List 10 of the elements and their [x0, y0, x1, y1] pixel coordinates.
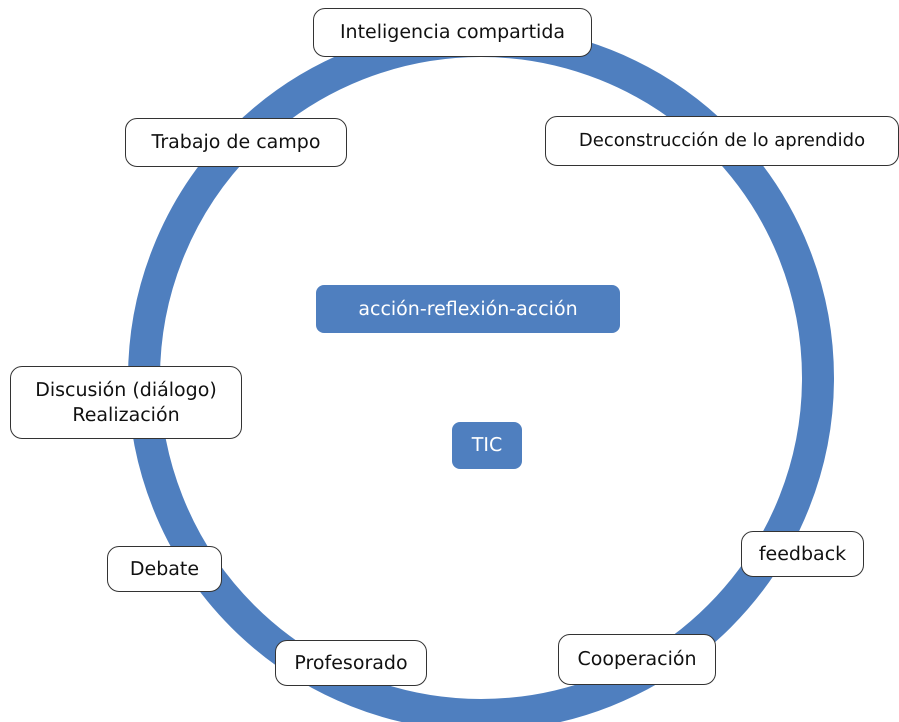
concept-box: Inteligencia compartida [313, 8, 592, 57]
concept-box: Cooperación [558, 634, 716, 685]
concept-box: Discusión (diálogo) Realización [10, 366, 242, 439]
concept-box: feedback [741, 531, 864, 577]
concept-box: Trabajo de campo [125, 118, 347, 167]
concept-box: Deconstrucción de lo aprendido [545, 116, 899, 166]
concept-box: Profesorado [275, 640, 427, 686]
highlight-box: TIC [452, 422, 522, 469]
highlight-box: acción-reflexión-acción [316, 285, 620, 333]
concept-box: Debate [107, 546, 222, 592]
